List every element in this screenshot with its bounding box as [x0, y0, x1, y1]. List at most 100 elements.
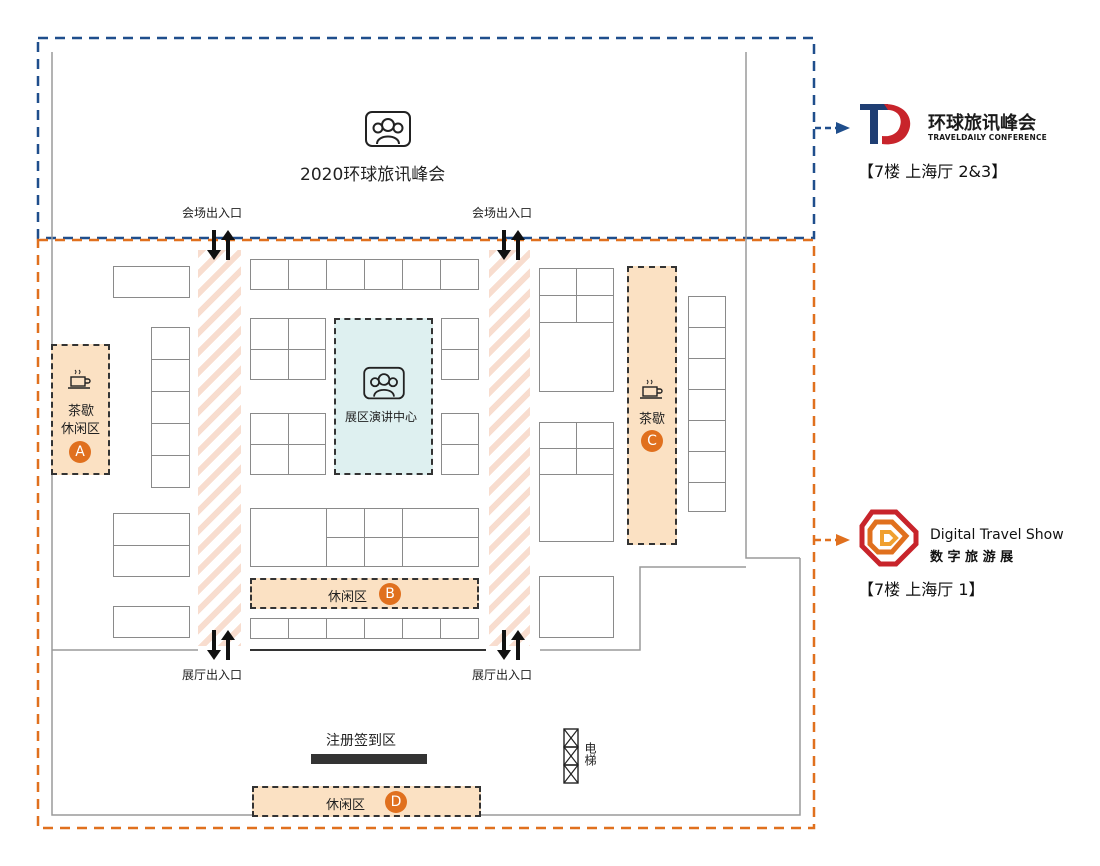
booth [402, 508, 479, 538]
booth [441, 349, 479, 380]
aisle-right [489, 250, 530, 646]
booth [364, 259, 403, 290]
lounge-b-label: 休闲区 [328, 590, 368, 605]
booth [113, 266, 190, 298]
entry-exit-arrows-icon [497, 230, 525, 260]
speaker-center-zone: 展区演讲中心 [334, 318, 433, 475]
booth [250, 618, 289, 639]
booth [364, 618, 403, 639]
booth [688, 482, 726, 512]
lounge-d: 休闲区 D [252, 786, 481, 817]
lounge-d-badge: D [385, 791, 407, 813]
audience-icon [363, 366, 405, 400]
booth [539, 322, 614, 392]
speaker-center-label: 展区演讲中心 [345, 410, 418, 424]
booth [326, 259, 365, 290]
show-zone-border [36, 238, 816, 830]
booth [364, 537, 403, 567]
lounge-c-badge: C [641, 430, 663, 452]
booth [441, 318, 479, 350]
entry-exit-arrows-icon [207, 230, 235, 260]
booth [151, 423, 190, 456]
booth [688, 296, 726, 328]
booth [250, 349, 289, 380]
booth [688, 389, 726, 421]
lounge-c-label: 茶歇 [639, 412, 666, 427]
booth [688, 327, 726, 359]
booth [402, 259, 441, 290]
booth [576, 448, 614, 475]
booth [576, 268, 614, 296]
booth [440, 618, 479, 639]
booth [441, 413, 479, 445]
lounge-b: 休闲区 B [250, 578, 479, 609]
booth [326, 537, 365, 567]
conference-brand-name: 环球旅讯峰会 [928, 113, 1036, 134]
booth [288, 318, 326, 350]
booth [539, 448, 577, 475]
entry-exit-arrows-icon [497, 630, 525, 660]
lounge-a: 茶歇 休闲区 A [51, 344, 110, 475]
booth [250, 444, 289, 475]
coffee-cup-icon [640, 379, 663, 399]
show-location: 【7楼 上海厅 1】 [858, 580, 985, 599]
booth [688, 358, 726, 390]
booth [151, 327, 190, 360]
show-brand-name: Digital Travel Show [930, 527, 1064, 543]
booth [151, 455, 190, 488]
aisle-left [198, 250, 241, 646]
booth [364, 508, 403, 538]
coffee-cup-icon [68, 369, 91, 389]
booth [250, 259, 289, 290]
booth [250, 413, 289, 445]
booth [539, 422, 577, 449]
booth [288, 618, 327, 639]
booth [402, 537, 479, 567]
conference-zone-border [36, 36, 816, 240]
booth [539, 576, 614, 638]
hall-entrance-right-label: 展厅出入口 [472, 668, 533, 682]
venue-entrance-right-label: 会场出入口 [472, 206, 533, 220]
booth [539, 295, 577, 323]
booth [250, 318, 289, 350]
booth [326, 618, 365, 639]
elevator-label: 电梯 [583, 742, 597, 766]
elevator-icon [563, 728, 579, 784]
booth [441, 444, 479, 475]
booth [688, 420, 726, 452]
lounge-a-line1: 茶歇 [68, 404, 95, 419]
booth [440, 259, 479, 290]
lounge-b-badge: B [379, 583, 401, 605]
hall-entrance-left-label: 展厅出入口 [182, 668, 243, 682]
booth [288, 444, 326, 475]
lounge-a-badge: A [69, 441, 91, 463]
booth [113, 513, 190, 546]
conference-hall-title: 2020环球旅讯峰会 [300, 165, 446, 185]
booth [113, 545, 190, 577]
registration-label: 注册签到区 [326, 733, 396, 749]
booth [688, 451, 726, 483]
lounge-c: 茶歇 C [627, 266, 677, 545]
lounge-d-label: 休闲区 [326, 798, 366, 813]
audience-icon [365, 111, 411, 147]
booth [402, 618, 441, 639]
booth [288, 349, 326, 380]
venue-entrance-left-label: 会场出入口 [182, 206, 243, 220]
digital-travel-show-logo-icon [859, 509, 919, 567]
booth [288, 259, 327, 290]
booth [151, 359, 190, 392]
traveldaily-logo-icon [860, 104, 911, 145]
booth [250, 508, 327, 567]
booth [326, 508, 365, 538]
booth [576, 422, 614, 449]
conference-location: 【7楼 上海厅 2&3】 [858, 162, 1008, 181]
lounge-a-line2: 休闲区 [61, 422, 101, 437]
booth [288, 413, 326, 445]
booth [113, 606, 190, 638]
conference-brand-sub: TRAVELDAILY CONFERENCE [928, 133, 1047, 142]
booth [539, 474, 614, 542]
entry-exit-arrows-icon [207, 630, 235, 660]
booth [151, 391, 190, 424]
registration-desk [311, 754, 427, 764]
booth [539, 268, 577, 296]
